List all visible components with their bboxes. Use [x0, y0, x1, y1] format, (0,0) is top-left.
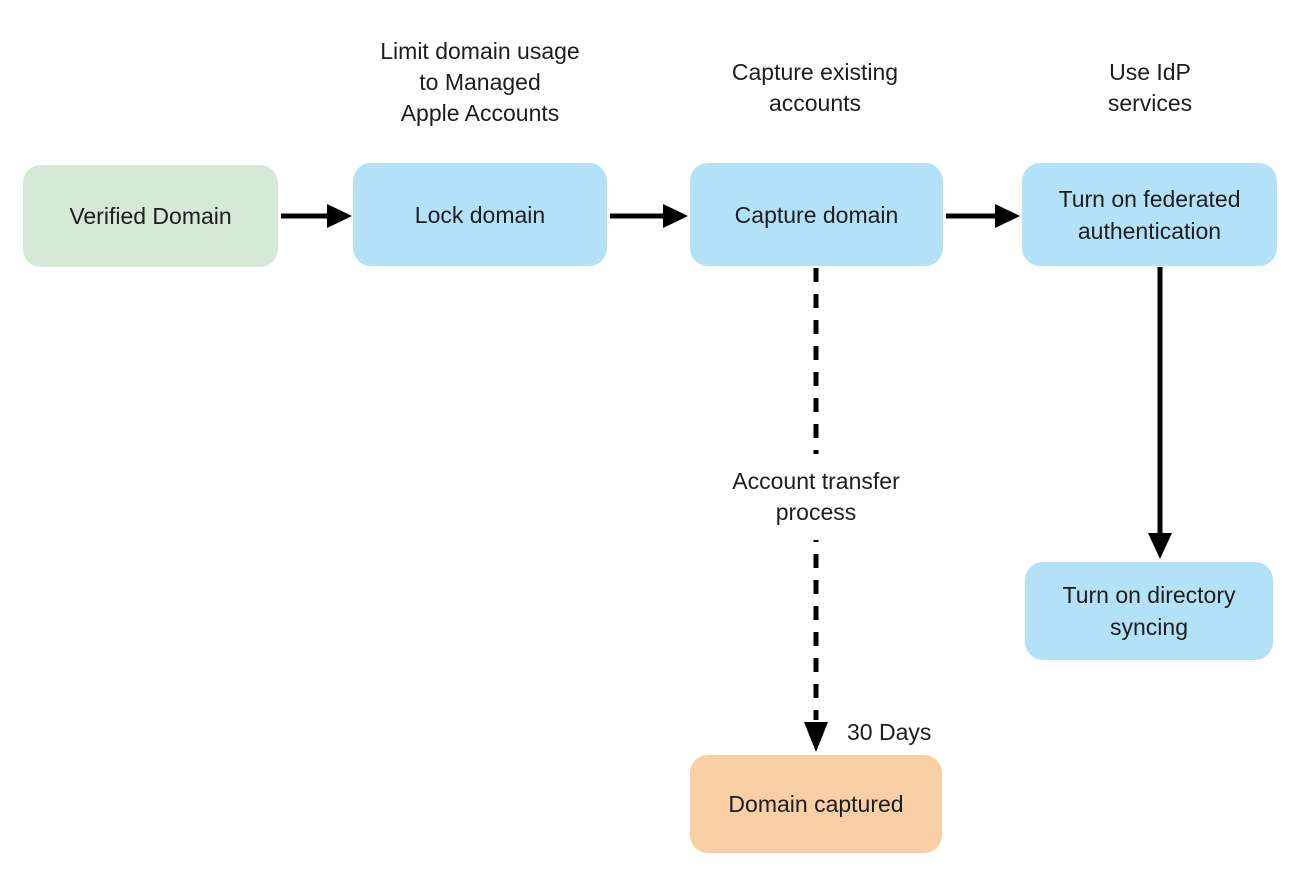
arrow-capture-to-domain-captured-dashed: [804, 268, 828, 752]
label-capture-existing-accounts: Capture existing accounts: [731, 59, 899, 116]
label-use-idp-services: Use IdP services: [1107, 59, 1193, 116]
label-limit-domain-usage: Limit domain usage to Managed Apple Acco…: [380, 38, 580, 126]
label-30-days: 30 Days: [847, 719, 932, 745]
node-turn-on-federated-authentication: Turn on federated authentication: [1022, 163, 1277, 266]
arrow-federated-to-directory: [1148, 267, 1172, 559]
node-capture-domain: Capture domain: [690, 163, 943, 266]
node-domain-captured: Domain captured: [690, 755, 942, 853]
node-turn-on-directory-syncing: Turn on directory syncing: [1025, 562, 1273, 660]
node-verified-domain: Verified Domain: [23, 165, 278, 267]
arrow-capture-to-federated: [946, 204, 1020, 228]
label-account-transfer-process: Account transfer process: [666, 454, 966, 540]
arrow-lock-to-capture: [610, 204, 688, 228]
arrow-verified-to-lock: [281, 204, 352, 228]
node-lock-domain: Lock domain: [353, 163, 607, 266]
